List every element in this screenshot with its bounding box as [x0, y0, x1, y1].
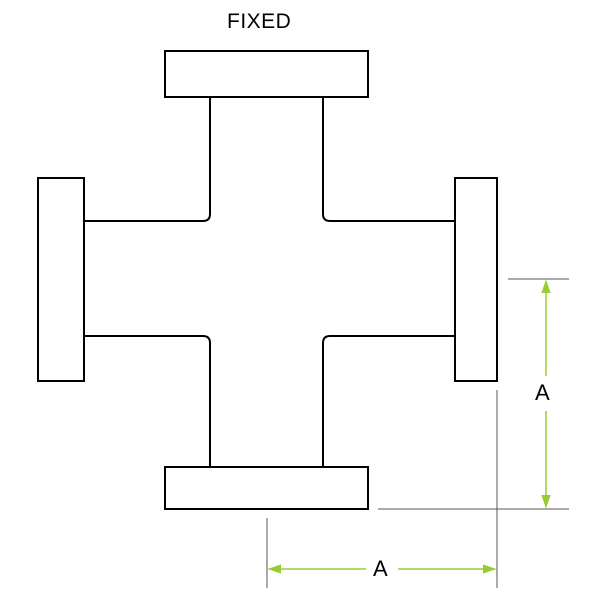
fixed-label: FIXED [227, 10, 292, 33]
bottom-flange [164, 466, 369, 510]
cross-body-outline [84, 97, 455, 467]
left-flange [37, 177, 85, 382]
top-flange [164, 50, 369, 98]
horizontal-dimension-label: A [373, 556, 388, 581]
vertical-dimension-label: A [535, 380, 550, 405]
right-flange [454, 177, 498, 382]
